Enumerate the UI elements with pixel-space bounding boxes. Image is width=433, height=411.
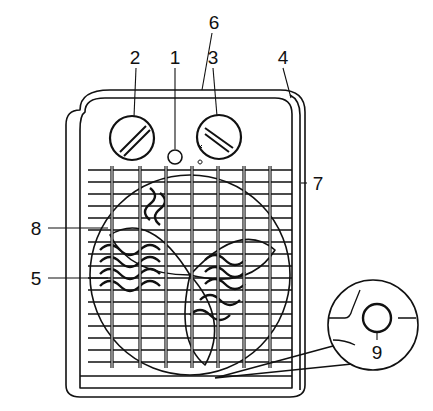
callout-number: 6 (209, 13, 220, 32)
front-panel (80, 98, 292, 388)
magnifier-cone (215, 346, 352, 378)
leader-lines (48, 33, 377, 340)
knob (197, 115, 241, 159)
callout-number: 5 (31, 269, 42, 288)
magnifier-circle (328, 280, 418, 370)
switch-button (363, 304, 391, 332)
callout-number: 1 (170, 48, 181, 67)
knob (110, 116, 154, 160)
callout-number: 7 (313, 174, 324, 193)
housing-outline (66, 90, 305, 397)
fan-ring (90, 175, 290, 375)
heating-coil (100, 245, 160, 291)
base (80, 375, 292, 377)
magnifier-detail (328, 290, 416, 345)
callout-number: 8 (31, 219, 42, 238)
grill (88, 166, 292, 368)
indicator-light (168, 150, 182, 164)
callout-number: 2 (130, 48, 141, 67)
callout-number: 4 (278, 48, 289, 67)
knob-symbol (198, 145, 202, 164)
knob-grip (120, 126, 150, 156)
knob-grip (205, 128, 233, 152)
callout-number: 9 (372, 343, 383, 362)
callout-number: 3 (208, 48, 219, 67)
